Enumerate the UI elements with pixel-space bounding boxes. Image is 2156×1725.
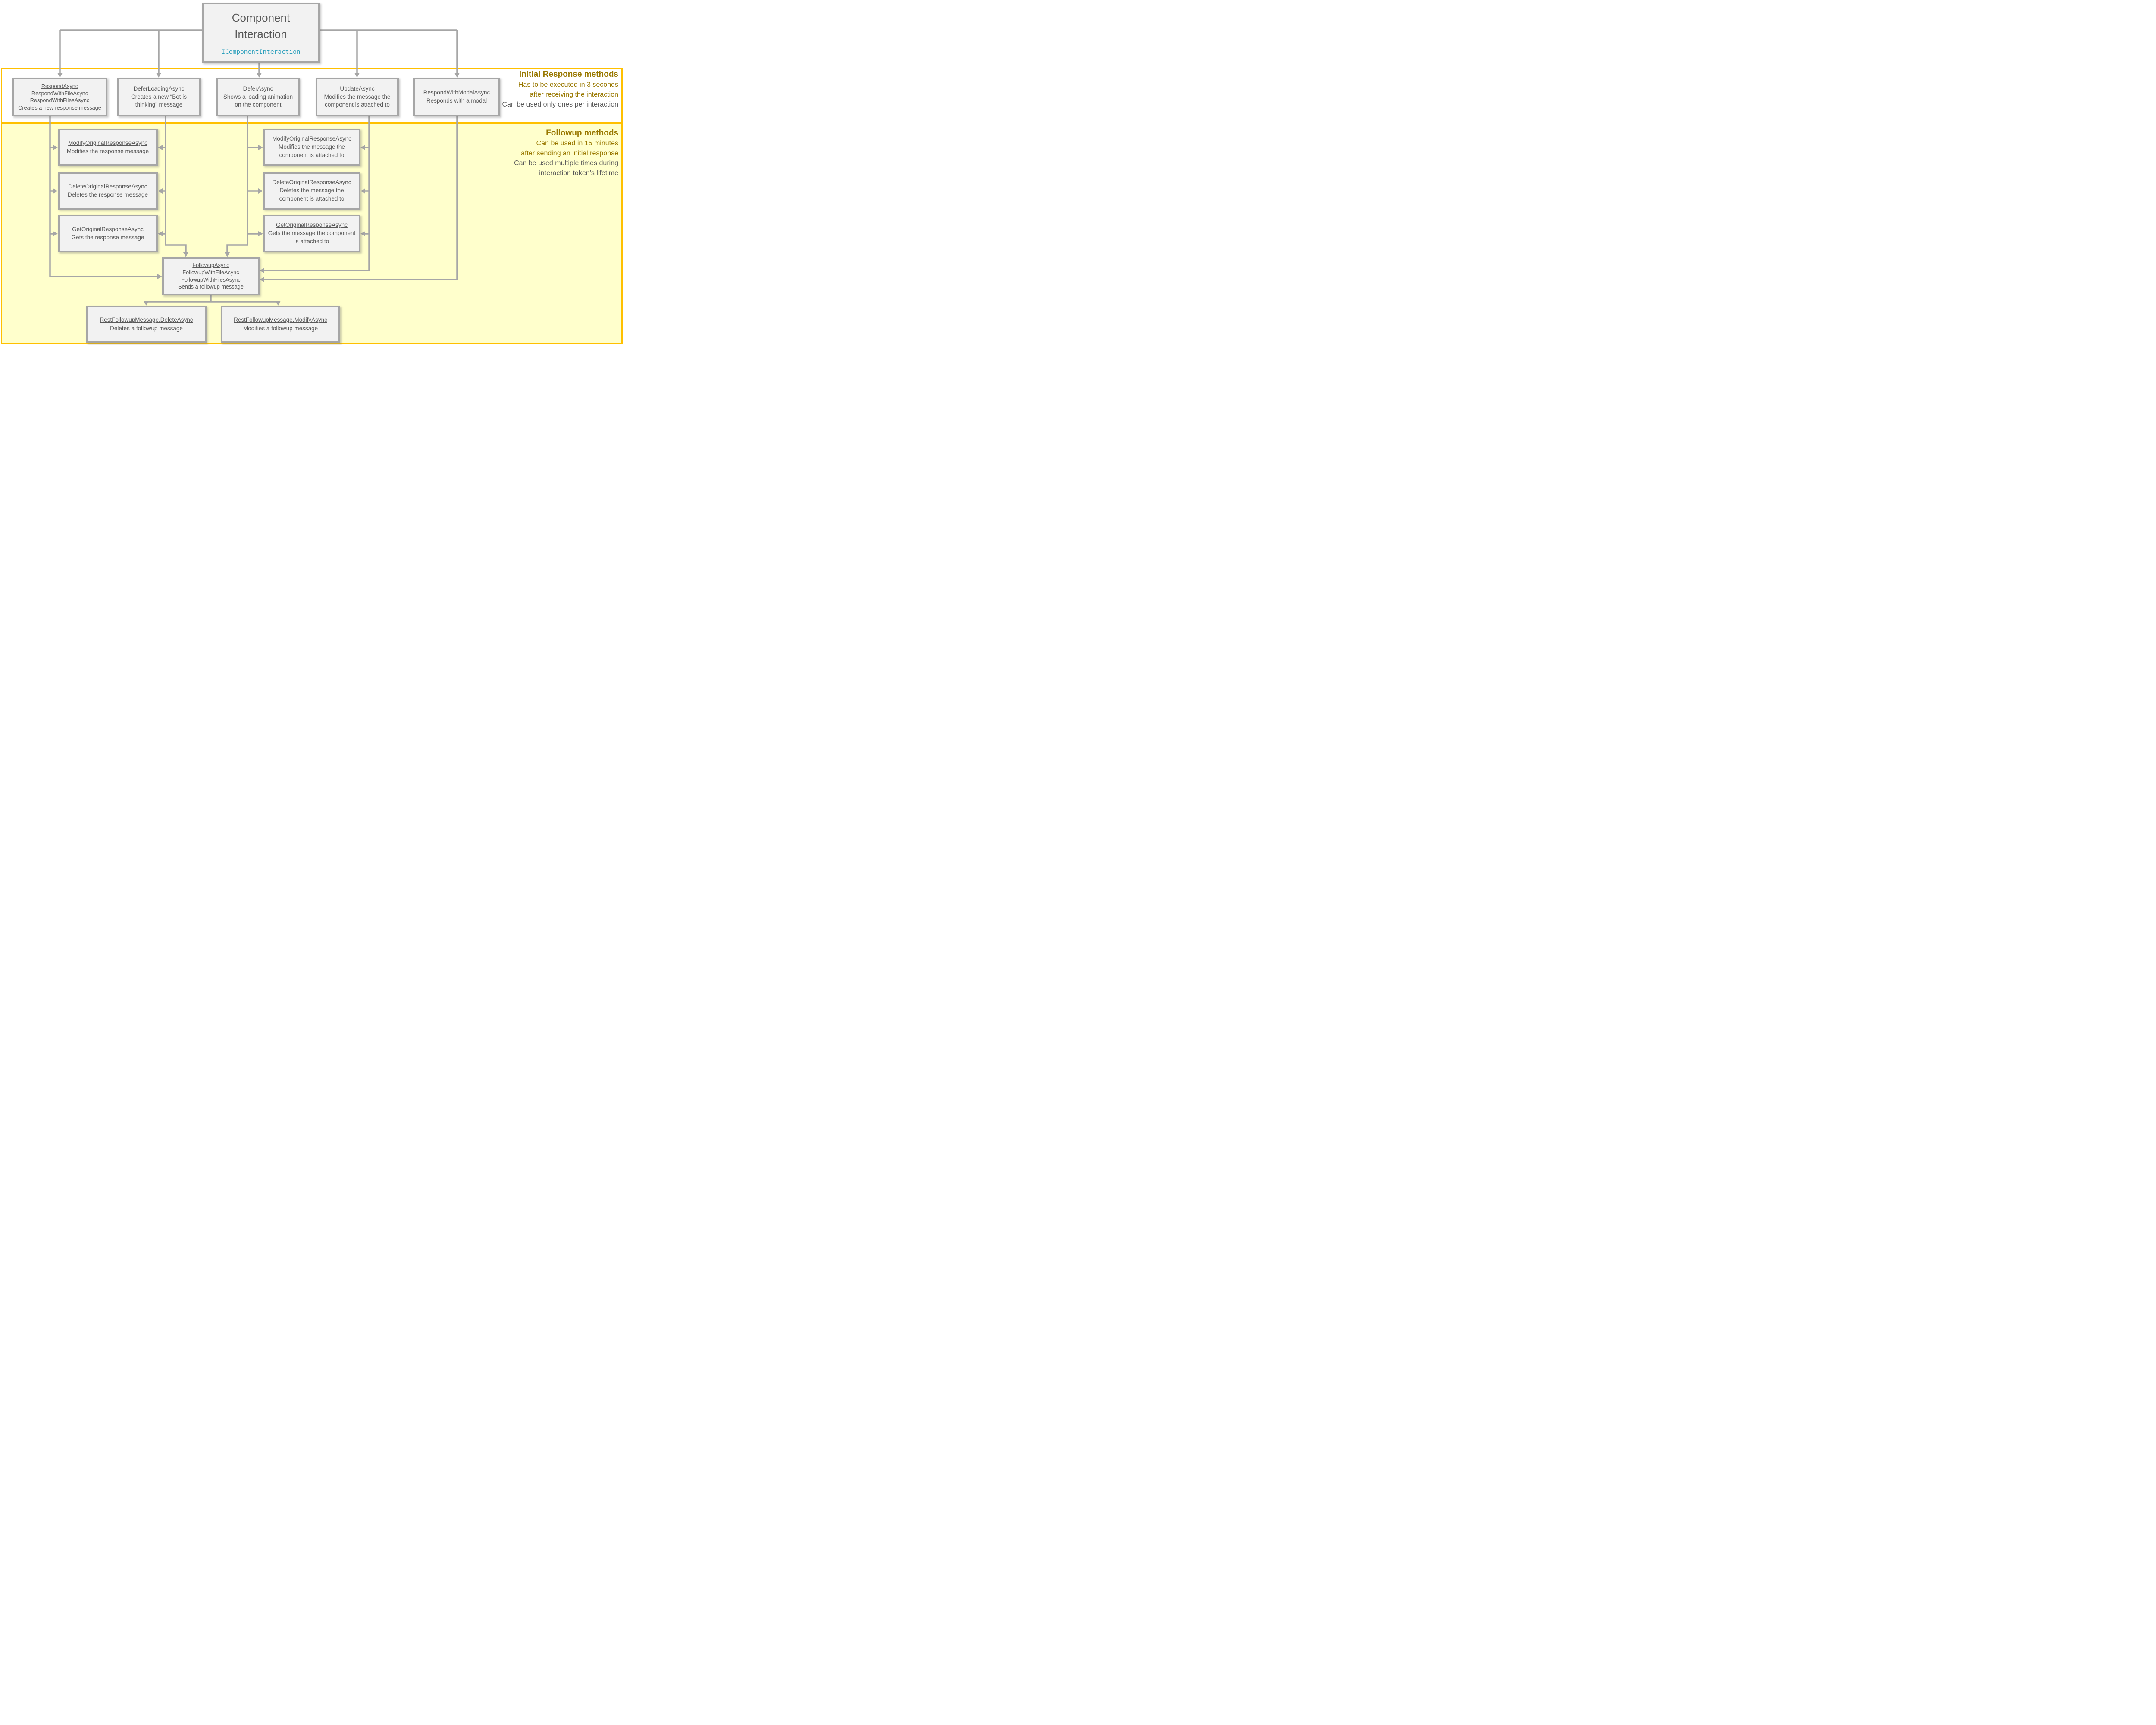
method-name: ModifyOriginalResponseAsync xyxy=(68,139,147,146)
arrow-right-delete-mid xyxy=(360,188,365,194)
arrow-left-modify-mid xyxy=(258,145,263,150)
arrow-into-update xyxy=(354,73,360,78)
method-name: FollowupWithFilesAsync xyxy=(181,276,241,283)
arrow-right-get-left xyxy=(158,231,163,236)
respond-with-modal-async-box: RespondWithModalAsync Responds with a mo… xyxy=(413,78,500,116)
root-interface-name: IComponentInteraction xyxy=(221,48,301,56)
initial-note-line: Can be used only ones per interaction xyxy=(502,101,618,108)
get-original-response-mid-box: GetOriginalResponseAsync Gets the messag… xyxy=(263,215,360,252)
arrow-into-defer-loading xyxy=(156,73,161,78)
followup-note-line: Can be used in 15 minutes xyxy=(536,140,618,147)
followup-async-box: FollowupAsync FollowupWithFileAsync Foll… xyxy=(162,257,260,295)
method-description: Gets the message the component is attach… xyxy=(268,230,356,245)
arrow-into-defer xyxy=(257,73,262,78)
method-name: GetOriginalResponseAsync xyxy=(72,226,144,232)
followup-note-line: interaction token’s lifetime xyxy=(539,169,618,177)
defer-loading-async-box: DeferLoadingAsync Creates a new “Bot is … xyxy=(117,78,201,116)
initial-note-line: Has to be executed in 3 seconds xyxy=(518,81,618,88)
modify-original-response-left-box: ModifyOriginalResponseAsync Modifies the… xyxy=(58,129,158,166)
initial-response-annotation: Initial Response methods Has to be execu… xyxy=(502,69,618,110)
connector-paths xyxy=(49,29,458,303)
arrow-left-modify xyxy=(53,145,58,150)
component-interaction-box: Component Interaction IComponentInteract… xyxy=(202,3,320,63)
method-name: RespondWithFileAsync xyxy=(31,90,88,97)
method-name: DeleteOriginalResponseAsync xyxy=(68,183,147,190)
rail-defer xyxy=(226,116,248,252)
method-description: Gets the response message xyxy=(71,234,144,241)
method-name: FollowupWithFileAsync xyxy=(182,269,239,276)
followup-methods-heading: Followup methods xyxy=(546,129,618,138)
rail-respond-modal xyxy=(264,116,458,280)
diagram-canvas: Component Interaction IComponentInteract… xyxy=(0,0,624,345)
method-name: RespondWithModalAsync xyxy=(423,89,490,96)
method-description: Modifies the message the component is at… xyxy=(324,93,391,108)
method-description: Deletes a followup message xyxy=(110,325,183,332)
delete-original-response-left-box: DeleteOriginalResponseAsync Deletes the … xyxy=(58,172,158,210)
method-description: Creates a new response message xyxy=(18,104,101,111)
method-name: GetOriginalResponseAsync xyxy=(276,222,348,229)
arrow-left-get-mid xyxy=(258,231,263,236)
arrow-into-rest-modify xyxy=(276,301,281,306)
arrow-top-followup-2 xyxy=(225,252,230,257)
arrow-left-delete xyxy=(53,188,58,194)
arrow-into-respond-modal xyxy=(454,73,460,78)
method-name: RespondWithFilesAsync xyxy=(30,97,90,104)
arrow-right-modify-left xyxy=(158,145,163,150)
modify-original-response-mid-box: ModifyOriginalResponseAsync Modifies the… xyxy=(263,129,360,166)
method-description: Modifies the message the component is at… xyxy=(279,144,345,158)
initial-response-heading: Initial Response methods xyxy=(519,70,618,79)
method-description: Modifies a followup message xyxy=(243,325,318,332)
arrow-top-followup-1 xyxy=(183,252,188,257)
method-name: UpdateAsync xyxy=(340,85,375,92)
method-name: RestFollowupMessage.DeleteAsync xyxy=(100,316,193,323)
method-description: Creates a new “Bot is thinking” message xyxy=(131,93,187,108)
followup-note-line: after sending an initial response xyxy=(521,150,618,157)
method-name: FollowupAsync xyxy=(192,262,229,268)
method-name: DeferLoadingAsync xyxy=(133,85,185,92)
method-description: Deletes the response message xyxy=(67,191,148,198)
arrow-right-delete-left xyxy=(158,188,163,194)
method-description: Shows a loading animation on the compone… xyxy=(223,93,293,108)
followup-note-line: Can be used multiple times during xyxy=(514,160,618,167)
rail-update xyxy=(264,116,370,271)
method-name: DeleteOriginalResponseAsync xyxy=(272,179,351,186)
arrow-into-rest-delete xyxy=(144,301,149,306)
method-description: Deletes the message the component is att… xyxy=(279,187,345,202)
arrow-left-followup xyxy=(157,274,162,279)
rest-followup-modify-box: RestFollowupMessage.ModifyAsync Modifies… xyxy=(221,306,340,343)
followup-methods-annotation: Followup methods Can be used in 15 minut… xyxy=(514,128,618,178)
arrow-right-followup-lower xyxy=(260,277,264,282)
arrow-left-get xyxy=(53,231,58,236)
method-name: DeferAsync xyxy=(243,85,273,92)
rail-respond xyxy=(49,116,157,277)
method-description: Modifies the response message xyxy=(66,147,149,154)
rest-followup-delete-box: RestFollowupMessage.DeleteAsync Deletes … xyxy=(86,306,207,343)
arrow-right-modify-mid xyxy=(360,145,365,150)
root-title: Component Interaction xyxy=(232,11,290,41)
arrow-right-followup-upper xyxy=(260,268,264,273)
method-description: Sends a followup message xyxy=(178,284,244,290)
method-description: Responds with a modal xyxy=(426,97,487,104)
connector-lines xyxy=(49,29,460,306)
get-original-response-left-box: GetOriginalResponseAsync Gets the respon… xyxy=(58,215,158,252)
method-name: RestFollowupMessage.ModifyAsync xyxy=(234,316,327,323)
rail-defer-loading xyxy=(165,116,187,252)
respond-async-box: RespondAsync RespondWithFileAsync Respon… xyxy=(12,78,107,116)
arrowheads xyxy=(53,73,460,306)
arrow-left-delete-mid xyxy=(258,188,263,194)
method-name: RespondAsync xyxy=(41,83,78,89)
defer-async-box: DeferAsync Shows a loading animation on … xyxy=(216,78,300,116)
method-name: ModifyOriginalResponseAsync xyxy=(272,135,351,142)
arrow-right-get-mid xyxy=(360,231,365,236)
initial-note-line: after receiving the interaction xyxy=(530,91,618,98)
update-async-box: UpdateAsync Modifies the message the com… xyxy=(316,78,399,116)
arrow-into-respond xyxy=(57,73,63,78)
delete-original-response-mid-box: DeleteOriginalResponseAsync Deletes the … xyxy=(263,172,360,210)
